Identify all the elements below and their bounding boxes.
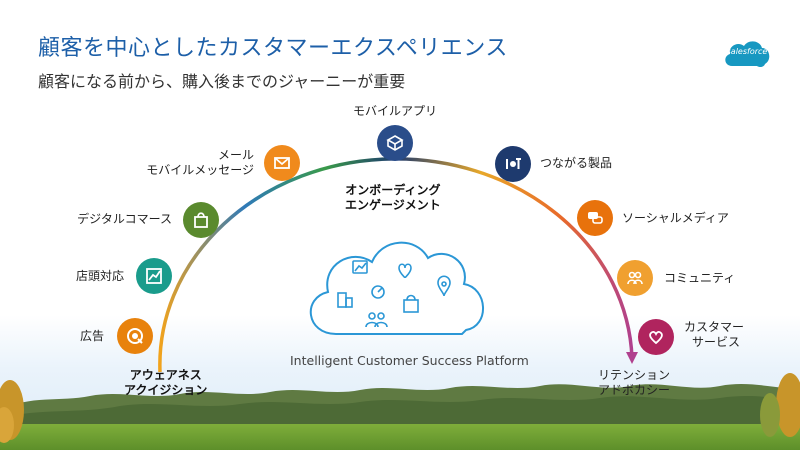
stage-onboarding-line2: エンゲージメント [345, 198, 441, 212]
target-icon [127, 328, 143, 344]
touchpoint-mail [264, 145, 300, 181]
stage-retention-line1: リテンション [598, 368, 671, 382]
stage-retention-label: リテンション アドボカシー [598, 368, 670, 398]
touchpoint-commerce-label: デジタルコマース [77, 212, 172, 226]
salesforce-logo: salesforce [722, 36, 772, 70]
envelope-icon [274, 157, 290, 169]
touchpoint-mobile-label: モバイルアプリ [352, 104, 437, 118]
arc-arrowhead [626, 352, 638, 364]
touchpoint-mail-label-line1: メール [217, 148, 254, 162]
iot-icon [506, 158, 521, 169]
chart-icon [146, 268, 162, 284]
touchpoint-social-label: ソーシャルメディア [622, 211, 729, 225]
stage-onboarding-label: オンボーディング エンゲージメント [345, 183, 441, 213]
heart-icon [649, 331, 663, 345]
cloud-icons [337, 260, 451, 328]
logo-text: salesforce [726, 47, 768, 56]
touchpoint-ad-label: 広告 [79, 329, 104, 343]
cube-icon [386, 135, 404, 151]
touchpoint-iot-label: つながる製品 [540, 156, 613, 170]
touchpoint-store [136, 258, 172, 294]
touchpoint-ad [117, 318, 153, 354]
touchpoint-service [638, 319, 674, 355]
touchpoint-mobile [377, 125, 413, 161]
touchpoint-community [617, 260, 653, 296]
touchpoint-mail-label-line2: モバイルメッセージ [146, 163, 254, 177]
touchpoint-social [577, 200, 613, 236]
touchpoint-store-label: 店頭対応 [75, 269, 124, 283]
touchpoint-commerce [183, 202, 219, 238]
stage-awareness-line2: アクイジション [124, 383, 208, 397]
touchpoint-community-label: コミュニティ [664, 271, 736, 285]
touchpoint-service-label: カスタマー サービス [684, 320, 744, 350]
stage-retention-line2: アドボカシー [598, 383, 671, 397]
touchpoint-iot [495, 146, 531, 182]
shopping-bag-icon [194, 212, 208, 228]
people-icon [627, 271, 643, 285]
slide-subtitle: 顧客になる前から、購入後までのジャーニーが重要 [38, 72, 406, 91]
slide-title: 顧客を中心としたカスタマーエクスペリエンス [38, 36, 508, 61]
stage-awareness-line1: アウェアネス [129, 368, 202, 382]
touchpoint-mail-label: メール モバイルメッセージ [120, 148, 254, 178]
touchpoint-service-label-line1: カスタマー [684, 320, 745, 334]
touchpoint-service-label-line2: サービス [692, 335, 741, 349]
platform-label: Intelligent Customer Success Platform [290, 353, 529, 368]
stage-onboarding-line1: オンボーディング [345, 183, 441, 197]
chat-bubbles-icon [588, 212, 603, 224]
platform-cloud [309, 241, 484, 335]
stage-awareness-label: アウェアネス アクイジション [124, 368, 207, 398]
cloud-logo-icon [725, 41, 770, 68]
